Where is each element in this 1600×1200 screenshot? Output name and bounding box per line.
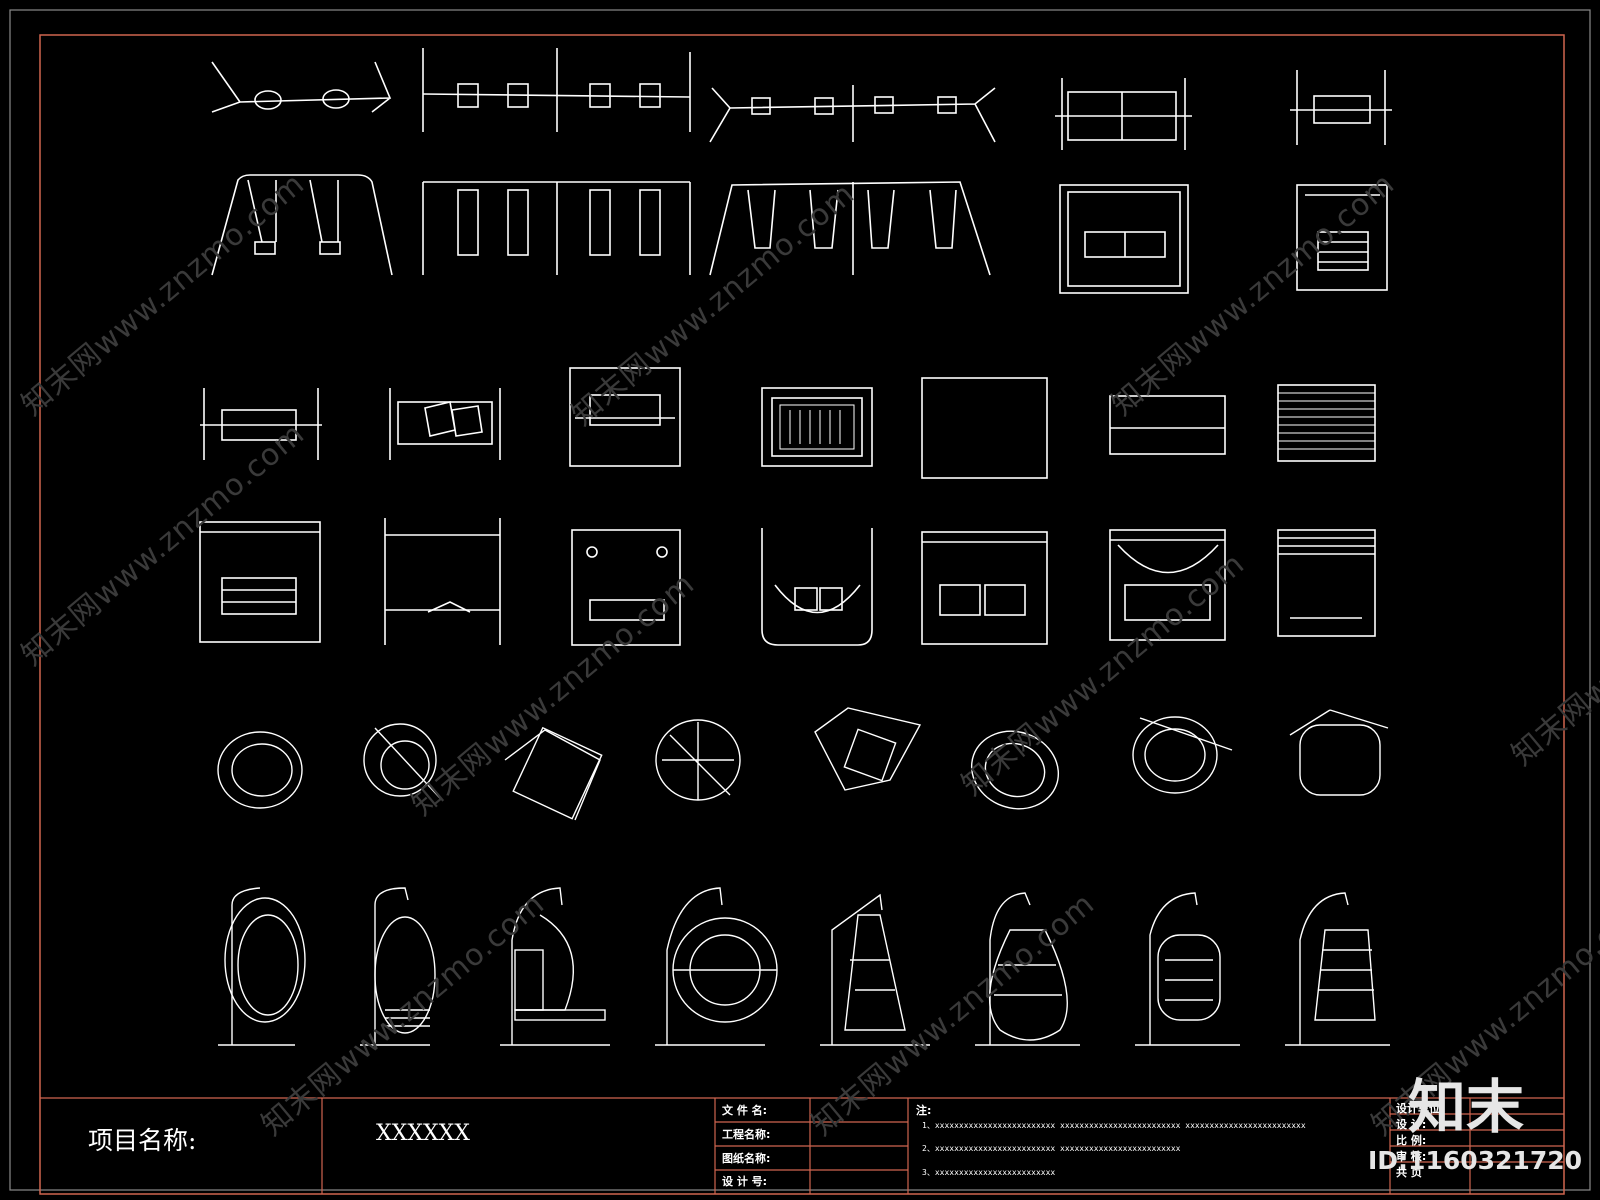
- elev-b: [384, 518, 501, 645]
- canopy-swing-elevation: [1059, 184, 1189, 294]
- red-border-frame: [39, 34, 1565, 1195]
- hc-elev-1: [218, 887, 306, 1046]
- hc-plan-7: [1132, 716, 1233, 794]
- hc-elev-5: [820, 893, 930, 1046]
- plan-e: [921, 377, 1048, 479]
- canopy-swing-plan: [1055, 78, 1192, 150]
- hc-elev-4: [655, 887, 778, 1046]
- hc-elev-2: [360, 887, 436, 1046]
- elev-f: [1109, 529, 1226, 641]
- note-line: 3、xxxxxxxxxxxxxxxxxxxxxxxxx: [922, 1168, 1056, 1177]
- file-name-label: 文 件 名:: [722, 1104, 768, 1117]
- hanging-chair-plans: [217, 707, 1389, 821]
- hc-plan-6: [970, 730, 1060, 810]
- note-line: 1、xxxxxxxxxxxxxxxxxxxxxxxxx xxxxxxxxxxxx…: [922, 1121, 1306, 1130]
- elev-e-canopy: [921, 531, 1048, 645]
- porch-swing-plans: [200, 367, 1376, 479]
- quad-swing-plan: [422, 48, 691, 132]
- title-block-frame: [40, 1097, 1564, 1194]
- hc-elev-6: [975, 892, 1080, 1046]
- hc-plan-1: [217, 731, 303, 809]
- hc-elev-8: [1285, 892, 1390, 1046]
- hc-plan-3: [504, 726, 603, 821]
- design-number-label: 设 计 号:: [722, 1175, 768, 1188]
- hc-elev-7: [1135, 892, 1240, 1046]
- note-line: 2、xxxxxxxxxxxxxxxxxxxxxxxxx xxxxxxxxxxxx…: [922, 1144, 1181, 1153]
- hc-elev-3: [500, 887, 610, 1046]
- project-name-value: XXXXXX: [376, 1121, 470, 1146]
- single-swing-plan: [1290, 70, 1392, 145]
- project-title-label: 工程名称:: [722, 1128, 771, 1141]
- outer-grey-frame: [9, 9, 1591, 1191]
- four-seat-swing-elevation: [709, 181, 991, 276]
- hanging-chair-elevations: [218, 887, 1390, 1046]
- hc-plan-8: [1289, 709, 1389, 796]
- elev-g: [1277, 529, 1376, 637]
- brand-logo: 知末: [1408, 1073, 1525, 1141]
- plan-a: [200, 388, 322, 460]
- plan-d-detailed: [761, 387, 873, 467]
- four-seat-swing-plan: [709, 85, 996, 143]
- hc-plan-4: [655, 719, 741, 801]
- drawing-name-label: 图纸名称:: [722, 1152, 771, 1165]
- designer-label: 设 计:: [1396, 1118, 1427, 1131]
- quad-swing-elevation: [422, 181, 691, 275]
- page-count-label: 共 页: [1396, 1166, 1422, 1179]
- single-swing-elevation: [1296, 184, 1388, 291]
- elev-d-hammock: [761, 528, 873, 646]
- double-swing-elevation: [211, 174, 393, 276]
- notes-label: 注:: [916, 1104, 932, 1117]
- plan-f: [1109, 395, 1226, 455]
- scale-label: 比 例:: [1396, 1134, 1427, 1147]
- design-unit-label: 设计单位:: [1396, 1102, 1445, 1115]
- porch-swing-elevations: [199, 518, 1376, 646]
- swing-set-elevations: [211, 174, 1388, 294]
- project-name-label: 项目名称:: [88, 1126, 197, 1155]
- plan-c: [569, 367, 681, 467]
- reviewer-label: 审 核:: [1396, 1150, 1427, 1163]
- elev-a: [199, 521, 321, 643]
- hc-plan-2: [363, 723, 441, 799]
- plan-g-slats: [1277, 384, 1376, 462]
- swing-set-plans: [211, 48, 1392, 150]
- hc-plan-5: [814, 707, 922, 791]
- elev-c: [571, 529, 681, 646]
- plan-b: [389, 388, 501, 460]
- asset-id: ID:1160321720: [1368, 1146, 1583, 1175]
- double-swing-plan: [211, 61, 392, 113]
